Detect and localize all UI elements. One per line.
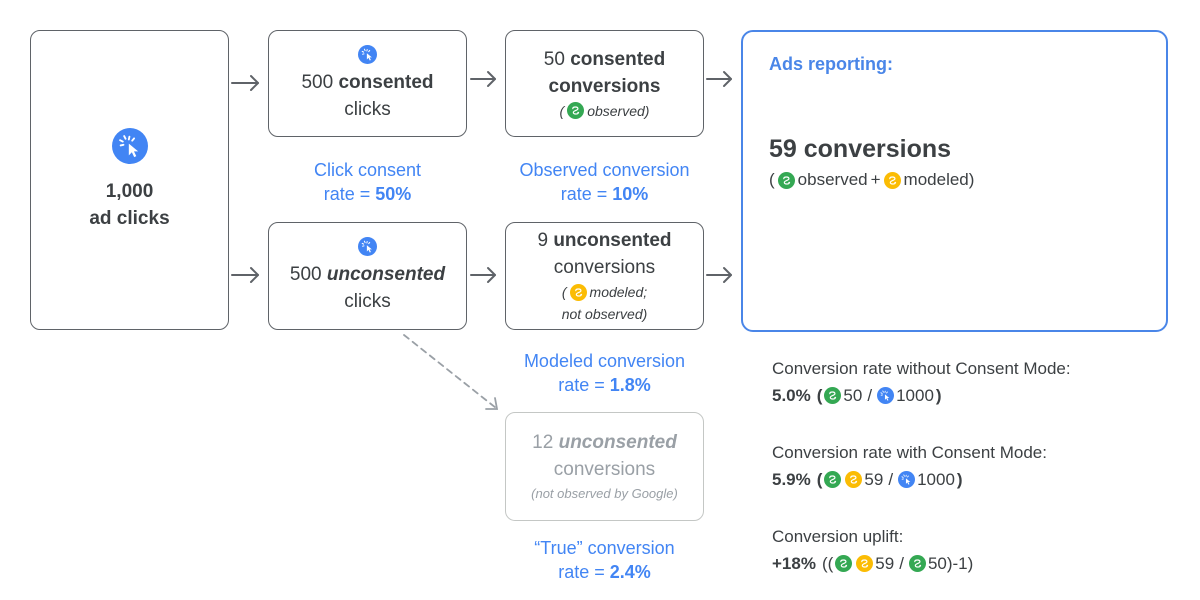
stat-with-consent-mode: Conversion rate with Consent Mode: 5.9% … [772, 443, 1047, 489]
consented-qualifier: consented [338, 71, 434, 93]
ads-reporting-headline: 59 conversions [769, 135, 952, 163]
arrow-clicks-to-consented [231, 75, 259, 91]
ads-reporting-box: Ads reporting: 59 conversions ( observed… [741, 30, 1168, 332]
ads-reporting-breakdown: ( observed + modeled) [769, 170, 975, 189]
consented-clicks-label: clicks [344, 98, 391, 120]
conversion-modeled-icon [569, 283, 587, 301]
conversion-observed-icon [908, 555, 926, 572]
arrow-consented-conversions-to-report [706, 71, 732, 87]
cursor-click-icon [358, 44, 377, 64]
modeled-conversion-rate: Modeled conversion rate = 1.8% [523, 351, 686, 395]
cursor-click-icon [358, 237, 377, 256]
cursor-click-icon [877, 387, 895, 404]
true-conversion-rate: “True” conversion rate = 2.4% [534, 538, 675, 582]
modeled-note: ( modeled; [561, 283, 648, 301]
arrow-unconsented-to-conversions [470, 267, 496, 283]
conversion-observed-icon [824, 471, 842, 488]
true-conversions-note: (not observed by Google) [531, 485, 678, 501]
unconsented-clicks-box: 500 unconsented clicks [268, 222, 467, 330]
conversion-modeled-icon [856, 555, 874, 572]
ads-reporting-title: Ads reporting: [769, 54, 893, 74]
conversion-modeled-icon [845, 471, 863, 488]
ad-clicks-box: 1,000 ad clicks [30, 30, 229, 330]
stat-conversion-uplift: Conversion uplift: +18% (( 59 / 50)-1) [772, 527, 974, 573]
true-conversions-box: 12 unconsented conversions (not observed… [505, 412, 704, 521]
ad-clicks-count: 1,000 [105, 181, 154, 202]
consented-clicks-count: 500 [301, 71, 334, 93]
unconsented-clicks-count: 500 [289, 264, 322, 285]
stat-without-consent-mode: Conversion rate without Consent Mode: 5.… [772, 359, 1071, 405]
cursor-click-icon [111, 128, 148, 164]
conversion-observed-icon [777, 171, 795, 189]
not-observed-note: not observed) [561, 306, 648, 322]
cursor-click-icon [898, 471, 916, 488]
ad-clicks-label: ad clicks [89, 208, 170, 229]
arrow-clicks-to-unconsented [231, 267, 259, 283]
observed-conversion-rate: Observed conversion rate = 10% [519, 160, 690, 204]
consented-clicks-box: 500 consented clicks [268, 30, 467, 137]
consented-conversions-box: 50 consented conversions ( observed) [505, 30, 704, 137]
unconsented-conversions-box: 9 unconsented conversions ( modeled; not… [505, 222, 704, 330]
arrow-dashed-to-true-conversions [403, 334, 499, 410]
arrow-unconsented-conversions-to-report [706, 267, 732, 283]
arrow-consented-to-conversions [470, 71, 496, 87]
conversion-observed-icon [567, 102, 585, 119]
unconsented-qualifier: unconsented [326, 264, 446, 285]
unconsented-clicks-label: clicks [344, 291, 391, 312]
observed-note: ( observed) [559, 102, 650, 119]
click-consent-rate: Click consent rate = 50% [313, 160, 422, 204]
conversion-observed-icon [824, 387, 842, 404]
conversion-observed-icon [835, 555, 853, 572]
conversion-modeled-icon [883, 171, 901, 189]
